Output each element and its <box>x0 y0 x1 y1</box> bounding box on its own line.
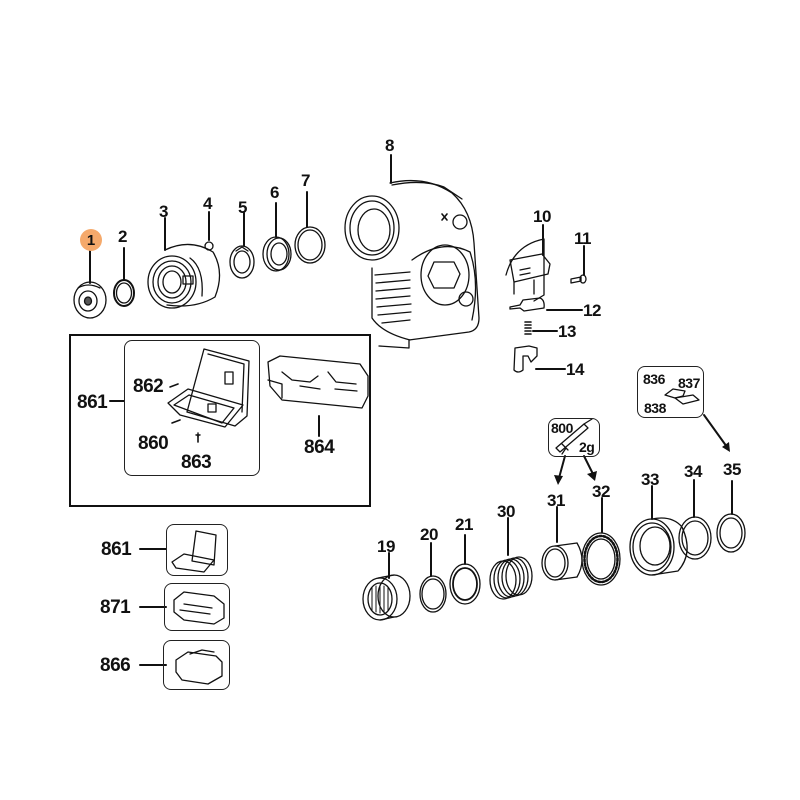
part-label-19[interactable]: 19 <box>377 537 395 556</box>
part-5-ring[interactable] <box>229 245 255 279</box>
part-6-sleeve[interactable] <box>262 236 292 272</box>
part-label-10[interactable]: 10 <box>533 207 551 226</box>
part-label-860[interactable]: 860 <box>138 433 169 454</box>
part-863-screw[interactable] <box>195 432 201 438</box>
part-label-30[interactable]: 30 <box>497 502 515 521</box>
part-label-20[interactable]: 20 <box>420 525 438 544</box>
part-34-washer[interactable] <box>678 516 712 560</box>
part-label-862[interactable]: 862 <box>133 376 164 397</box>
part-1-dust-cap[interactable] <box>73 281 107 319</box>
part-19-needle-bearing[interactable] <box>362 574 411 621</box>
arrow-grease-31 <box>558 455 566 479</box>
seal-kit-box[interactable] <box>637 366 704 418</box>
arrow-seal-kit <box>703 414 728 448</box>
part-21-seal[interactable] <box>449 563 481 605</box>
part-label-35[interactable]: 35 <box>723 460 741 479</box>
part-number-1: 1 <box>86 231 96 249</box>
grease-kit-box[interactable] <box>548 418 600 457</box>
part-label-7[interactable]: 7 <box>301 171 310 190</box>
grease-tube-icon <box>555 418 593 455</box>
part-860-carry-case[interactable] <box>167 348 250 428</box>
part-2-o-ring[interactable] <box>113 279 135 307</box>
accessory-charger-drawing <box>173 591 225 625</box>
part-label-800[interactable]: 800 <box>551 420 573 436</box>
part-3-front-housing[interactable] <box>147 243 221 309</box>
accessory-label-861[interactable]: 861 <box>101 539 132 560</box>
part-7-washer[interactable] <box>294 226 326 264</box>
part-label-863[interactable]: 863 <box>181 452 212 473</box>
part-label-864[interactable]: 864 <box>304 437 335 458</box>
part-label-836[interactable]: 836 <box>643 371 665 387</box>
case-kit-frame <box>69 334 371 507</box>
part-label-21[interactable]: 21 <box>455 515 473 534</box>
part-30-spring[interactable] <box>489 556 533 600</box>
part-label-1-highlighted[interactable]: 1 <box>80 229 102 251</box>
accessory-case-drawing <box>171 530 217 573</box>
accessory-label-871[interactable]: 871 <box>100 597 131 618</box>
part-label-14[interactable]: 14 <box>566 360 584 379</box>
grease-amount: 2g <box>579 439 595 455</box>
part-35-ring[interactable] <box>716 513 746 553</box>
case-subassembly-frame <box>124 340 260 476</box>
part-12-slider[interactable] <box>509 297 545 312</box>
part-label-34[interactable]: 34 <box>684 462 702 481</box>
part-4-ball[interactable] <box>204 241 214 251</box>
part-862-clip[interactable] <box>169 383 179 388</box>
part-31-sleeve[interactable] <box>541 542 583 581</box>
leader-line-860 <box>171 419 181 424</box>
part-label-2[interactable]: 2 <box>118 227 127 246</box>
accessory-box-case[interactable] <box>166 524 228 576</box>
part-label-11[interactable]: 11 <box>574 229 591 248</box>
part-label-33[interactable]: 33 <box>641 470 659 489</box>
part-13-spring[interactable] <box>524 321 532 335</box>
part-label-8[interactable]: 8 <box>385 136 394 155</box>
accessory-box-battery[interactable] <box>163 640 230 690</box>
part-label-838[interactable]: 838 <box>644 400 666 416</box>
part-label-32[interactable]: 32 <box>592 482 610 501</box>
part-label-837[interactable]: 837 <box>678 375 700 391</box>
part-32-bearing-cage[interactable] <box>581 532 621 586</box>
part-8-gear-housing[interactable] <box>344 179 480 349</box>
part-14-latch[interactable] <box>513 345 538 373</box>
part-label-5[interactable]: 5 <box>238 198 247 217</box>
part-label-6[interactable]: 6 <box>270 183 279 202</box>
accessory-label-866[interactable]: 866 <box>100 655 131 676</box>
part-label-13[interactable]: 13 <box>558 322 576 341</box>
part-label-4[interactable]: 4 <box>203 194 212 213</box>
part-33-bearing[interactable] <box>629 517 688 576</box>
part-label-3[interactable]: 3 <box>159 202 168 221</box>
part-label-12[interactable]: 12 <box>583 301 601 320</box>
accessory-box-charger[interactable] <box>164 583 230 631</box>
seal-kit-drawing <box>664 388 700 405</box>
arrow-grease-32 <box>583 455 594 475</box>
accessory-battery-drawing <box>175 649 223 685</box>
part-label-31[interactable]: 31 <box>547 491 565 510</box>
part-label-861[interactable]: 861 <box>77 392 108 413</box>
part-864-case-insert[interactable] <box>267 355 369 409</box>
part-20-ring[interactable] <box>419 575 447 613</box>
part-11-screw[interactable] <box>570 274 587 284</box>
